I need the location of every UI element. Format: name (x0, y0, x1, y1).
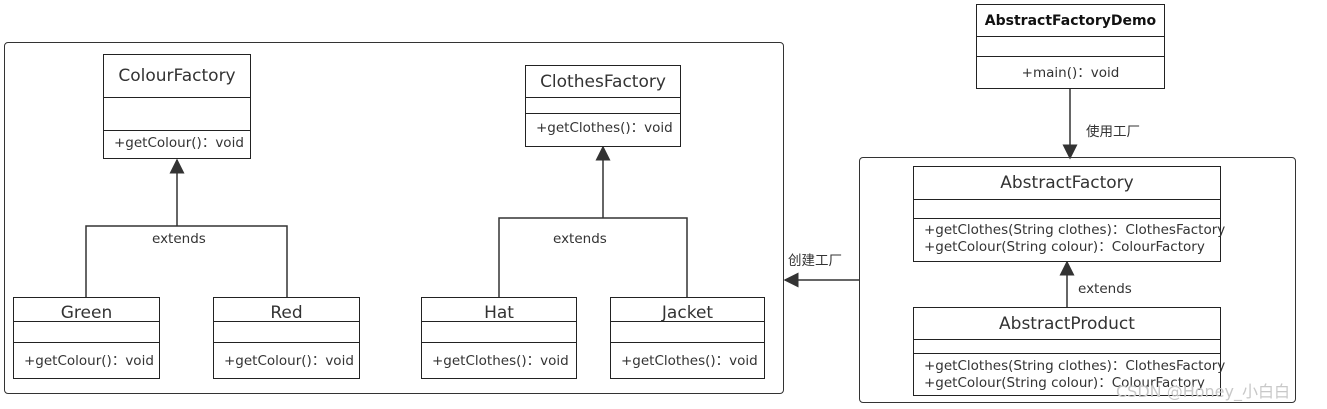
class-hat: Hat +getClothes()：void (421, 297, 577, 379)
factories-package-frame (4, 42, 784, 394)
class-operations: +getColour()：void (14, 343, 159, 370)
class-name: ClothesFactory (526, 66, 680, 98)
class-clothes-factory: ClothesFactory +getClothes()：void (525, 65, 681, 147)
operation: +getColour(String colour)：ColourFactory (924, 375, 1205, 391)
operation: +getColour()：void (224, 353, 354, 369)
class-abstract-product: AbstractProduct +getClothes(String cloth… (913, 307, 1226, 396)
class-abstract-factory: AbstractFactory +getClothes(String cloth… (913, 166, 1226, 262)
class-name: Red (214, 298, 359, 323)
class-attributes (422, 322, 576, 343)
class-operations: +getClothes()：void (526, 114, 680, 137)
class-operations: +getColour()：void (214, 343, 359, 370)
class-green: Green +getColour()：void (13, 297, 160, 379)
colour-branch-line (85, 225, 288, 297)
class-colour-factory: ColourFactory +getColour()：void (103, 54, 251, 159)
class-attributes (526, 98, 680, 114)
operation: +getClothes()：void (432, 353, 569, 369)
class-jacket: Jacket +getClothes()：void (610, 297, 765, 379)
operation: +getClothes(String clothes)：ClothesFacto… (924, 358, 1226, 374)
abstract-package-frame (859, 157, 1296, 403)
class-name: Green (14, 298, 159, 323)
class-name: AbstractProduct (914, 308, 1220, 340)
class-name: Hat (422, 298, 576, 323)
class-operations: +getClothes()：void (422, 343, 576, 370)
operation: +getColour()：void (24, 353, 154, 369)
class-name: AbstractFactory (914, 167, 1220, 200)
class-attributes (214, 322, 359, 343)
class-operations: +getColour()：void (104, 131, 250, 152)
operation: +getClothes()：void (621, 353, 758, 369)
class-attributes (914, 200, 1220, 219)
class-operations: +main()：void (977, 57, 1164, 82)
extends-label: extends (152, 231, 206, 247)
use-factory-label: 使用工厂 (1086, 124, 1140, 140)
operation: +getClothes(String clothes)：ClothesFacto… (924, 222, 1226, 238)
class-attributes (977, 37, 1164, 57)
class-attributes (104, 98, 250, 131)
operation: +main()：void (1021, 65, 1120, 81)
watermark: CSDN @Honey_小白白 (1116, 382, 1290, 401)
class-abstract-factory-demo: AbstractFactoryDemo +main()：void (976, 4, 1165, 89)
class-operations: +getClothes()：void (611, 343, 764, 370)
clothes-branch-line (498, 217, 688, 297)
class-red: Red +getColour()：void (213, 297, 360, 379)
class-operations: +getClothes(String clothes)：ClothesFacto… (914, 219, 1226, 256)
class-attributes (611, 322, 764, 343)
class-operations: +getClothes(String clothes)：ClothesFacto… (914, 354, 1226, 392)
class-name: ColourFactory (104, 55, 250, 98)
extends-label: extends (1078, 281, 1132, 297)
class-name: AbstractFactoryDemo (977, 5, 1164, 37)
extends-label: extends (553, 231, 607, 247)
class-attributes (914, 340, 1220, 354)
operation: +getColour()：void (114, 135, 244, 151)
class-attributes (14, 322, 159, 343)
class-name: Jacket (611, 298, 764, 323)
operation: +getClothes()：void (536, 120, 673, 136)
operation: +getColour(String colour)：ColourFactory (924, 239, 1205, 255)
create-factory-label: 创建工厂 (788, 253, 842, 269)
